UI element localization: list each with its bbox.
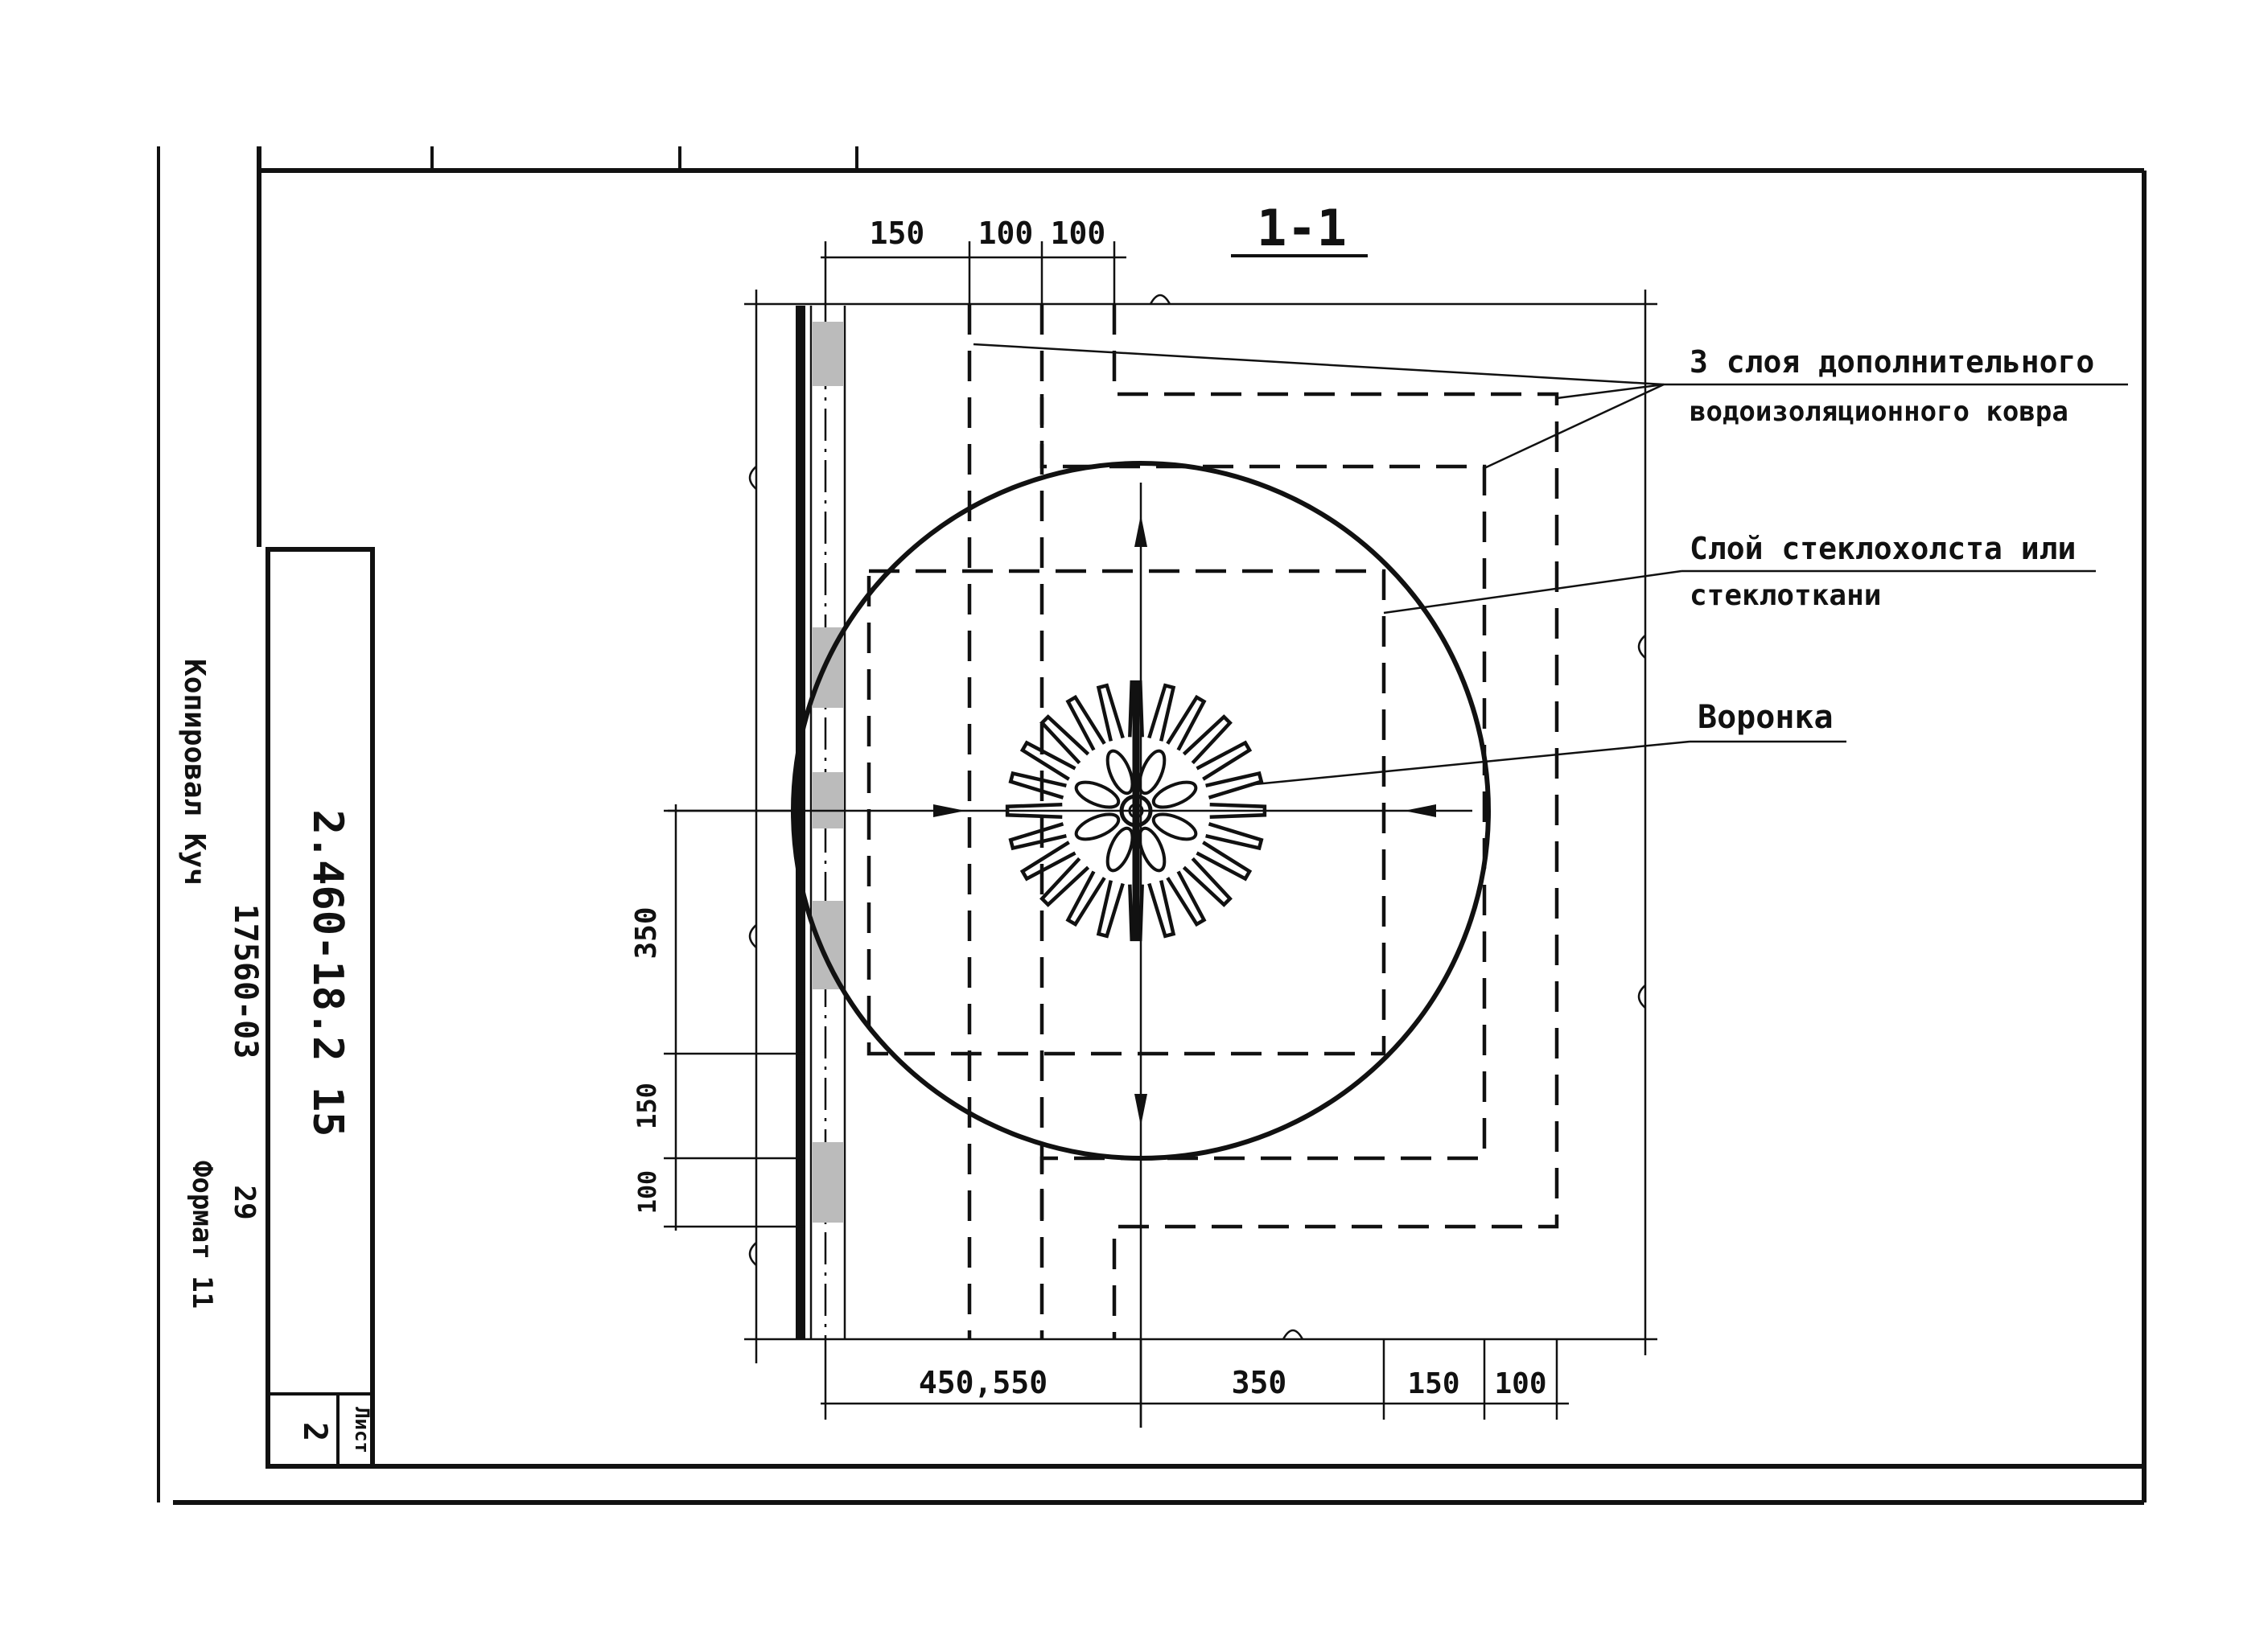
funnel-slot (1039, 714, 1090, 765)
drawing-frame (157, 146, 2147, 1505)
label-glass-line2: стеклоткани (1690, 579, 1881, 612)
funnel-slot (1065, 870, 1106, 927)
section-title: 1-1 (1257, 199, 1347, 257)
dim-left-350: 350 (630, 906, 663, 959)
section-title-group: 1-1 (1231, 199, 1368, 257)
funnel-slot (1019, 740, 1076, 781)
dim-bottom-150: 150 (1407, 1367, 1459, 1400)
label-glass-line1: Слой стеклохолста или (1690, 531, 2076, 566)
funnel-slot (1166, 870, 1207, 927)
page-number: 29 (228, 1185, 261, 1219)
dim-top-100a: 100 (978, 216, 1034, 251)
funnel-slot (1019, 841, 1076, 882)
callouts: 3 слоя дополнительного водоизоляционного… (973, 343, 2128, 786)
bottom-dimensions: 450,550 350 150 100 (821, 1339, 1569, 1428)
format-note: Формат 11 (186, 1161, 218, 1309)
wall-hatching (813, 322, 843, 1223)
funnel-slot (1147, 880, 1176, 939)
funnel-slot (1205, 822, 1264, 851)
label-funnel: Воронка (1698, 699, 1834, 736)
dim-bottom-350: 350 (1232, 1365, 1287, 1400)
funnel-slot (1096, 880, 1125, 939)
funnel-slot (1166, 694, 1207, 751)
top-dimensions: 150 100 100 (821, 216, 1126, 306)
funnel-slot (1147, 683, 1176, 742)
document-code: 2.460-18.2 15 (303, 810, 352, 1137)
funnel-opening (1138, 826, 1167, 873)
funnel-slot (1039, 857, 1090, 907)
sheet-label: Лист (351, 1407, 373, 1453)
margin-notes: Копировал Куч 17560-03 29 Формат 11 (178, 659, 264, 1309)
funnel-opening (1074, 812, 1121, 841)
funnel-opening (1105, 749, 1134, 795)
funnel-slot (1008, 771, 1067, 800)
funnel-slot (1182, 857, 1233, 907)
funnel-opening (1151, 780, 1198, 809)
sheet-number: 2 (296, 1422, 333, 1441)
wall (796, 306, 846, 1339)
funnel-opening (1074, 780, 1121, 809)
funnel-opening (1138, 749, 1167, 795)
label-layers-line2: водоизоляционного ковра (1690, 396, 2068, 428)
funnel-slot (1008, 822, 1067, 851)
funnel-opening (1105, 826, 1134, 873)
title-block: 2.460-18.2 15 2 Лист (265, 547, 375, 1469)
funnel-opening (1151, 812, 1198, 841)
funnel-slot (1096, 683, 1125, 742)
dim-bottom-100: 100 (1494, 1367, 1546, 1400)
center-lines (668, 483, 1472, 1428)
dim-top-150: 150 (870, 216, 925, 251)
funnel-slot (1196, 740, 1253, 781)
funnel-slot (1196, 841, 1253, 882)
funnel-slot (1065, 694, 1106, 751)
left-dimensions: 350 150 100 (630, 804, 805, 1231)
label-layers-line1: 3 слоя дополнительного (1690, 344, 2094, 380)
funnel-slot (1182, 714, 1233, 765)
funnel-slot (1205, 771, 1264, 800)
dim-left-100: 100 (634, 1170, 662, 1214)
waterproofing-layers (866, 304, 1559, 1339)
plate-outline (744, 290, 1657, 1363)
copied-by-note: Копировал Куч (178, 659, 211, 886)
order-number: 17560-03 (227, 904, 264, 1059)
dim-left-150: 150 (632, 1083, 662, 1129)
dim-top-100b: 100 (1051, 216, 1106, 251)
dim-bottom-450-550: 450,550 (919, 1365, 1048, 1400)
